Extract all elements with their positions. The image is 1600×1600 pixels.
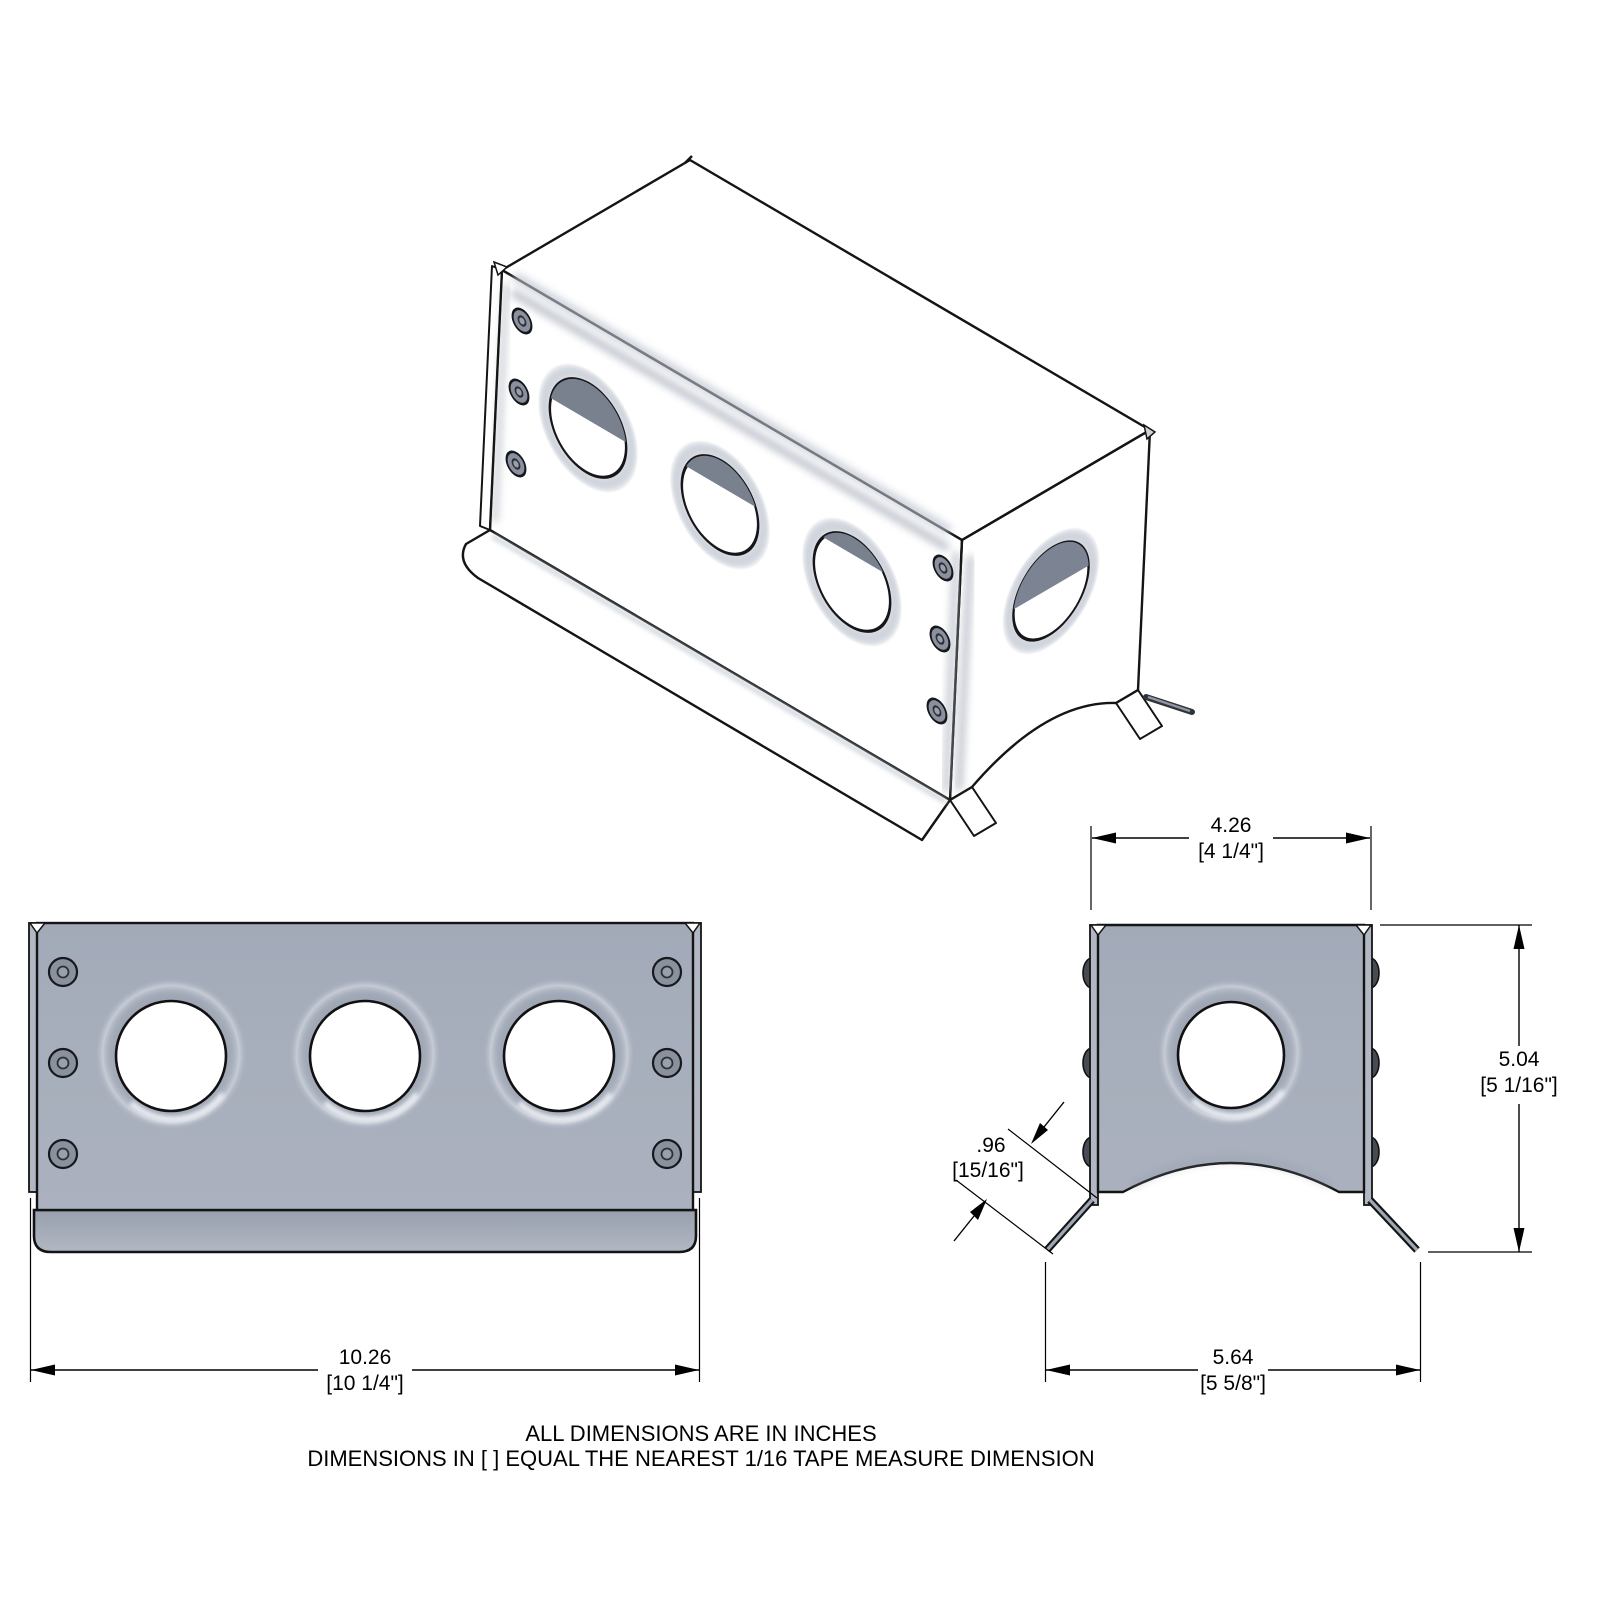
- ev-hole: [1157, 979, 1305, 1127]
- dim-tape: [15/16"]: [952, 1159, 1024, 1182]
- note-line-2: DIMENSIONS IN [ ] EQUAL THE NEAREST 1/16…: [307, 1446, 1094, 1471]
- fv-rivets: [47, 956, 683, 1170]
- arrow-b: [970, 1199, 987, 1220]
- fv-corner-curl-left: [28, 922, 47, 935]
- arrow-left: [31, 1364, 55, 1376]
- iso-front-holes: [537, 362, 903, 648]
- rivet: [651, 1047, 683, 1079]
- front-view: [28, 921, 702, 1254]
- dimension-overall-length: 10.26 [10 1/4"]: [29, 1198, 701, 1395]
- dim-value: 5.04: [1499, 1048, 1540, 1071]
- iso-end-hole: [1002, 527, 1100, 655]
- iso-end-face: [948, 428, 1152, 802]
- arrow-up: [1513, 925, 1525, 949]
- iso-hole-3: [812, 531, 892, 633]
- drawing-notes: ALL DIMENSIONS ARE IN INCHES DIMENSIONS …: [307, 1421, 1094, 1471]
- isometric-view: [461, 155, 1195, 842]
- iso-corner-curl-left: [492, 260, 509, 277]
- dim-value: .96: [976, 1134, 1005, 1157]
- fv-bottom-flange: [32, 1208, 698, 1254]
- dim-value: 4.26: [1211, 814, 1252, 837]
- ev-flange-legs: [1044, 1197, 1420, 1253]
- fv-holes: [95, 978, 635, 1130]
- iso-front-flange: [461, 528, 952, 842]
- arrow-left: [1092, 832, 1116, 844]
- dimension-flange-length: .96 [15/16"]: [952, 1101, 1098, 1255]
- note-line-1: ALL DIMENSIONS ARE IN INCHES: [525, 1421, 876, 1446]
- rivet: [47, 956, 79, 988]
- iso-corner-curl-right: [1142, 423, 1157, 441]
- ev-corner-curl-right: [1354, 924, 1373, 937]
- arrow-down: [1513, 1228, 1525, 1252]
- fv-hole-2: [308, 999, 422, 1113]
- dim-value: 5.64: [1213, 1346, 1254, 1369]
- rivet: [651, 1138, 683, 1170]
- ev-corner-curl-left: [1089, 924, 1108, 937]
- arrow-a: [1031, 1123, 1048, 1144]
- dimension-side-height: 5.04 [5 1/16"]: [1380, 924, 1558, 1253]
- arrow-right: [675, 1364, 699, 1376]
- iso-end-flange-sliver-front: [949, 786, 997, 837]
- arrow-right: [1396, 1364, 1420, 1376]
- dim-value: 10.26: [339, 1346, 392, 1369]
- dim-tape: [10 1/4"]: [326, 1372, 404, 1395]
- arrow-left: [1046, 1364, 1070, 1376]
- fv-corner-curl-right: [683, 922, 702, 935]
- rivet: [47, 1138, 79, 1170]
- fv-hole-3: [502, 999, 616, 1113]
- dim-tape: [4 1/4"]: [1198, 840, 1264, 863]
- dim-tape: [5 1/16"]: [1480, 1074, 1558, 1097]
- end-view: [1044, 923, 1420, 1253]
- iso-rivets: [505, 307, 954, 725]
- iso-corner-tick-apex: [684, 155, 693, 164]
- dim-tape: [5 5/8"]: [1200, 1372, 1266, 1395]
- dimension-top-width: 4.26 [4 1/4"]: [1090, 814, 1372, 910]
- dimension-foot-span: 5.64 [5 5/8"]: [1044, 1262, 1422, 1395]
- rivet: [47, 1047, 79, 1079]
- rivet: [651, 956, 683, 988]
- arrow-right: [1346, 832, 1370, 844]
- iso-hole-2: [680, 454, 760, 556]
- fv-hole-1: [114, 999, 228, 1113]
